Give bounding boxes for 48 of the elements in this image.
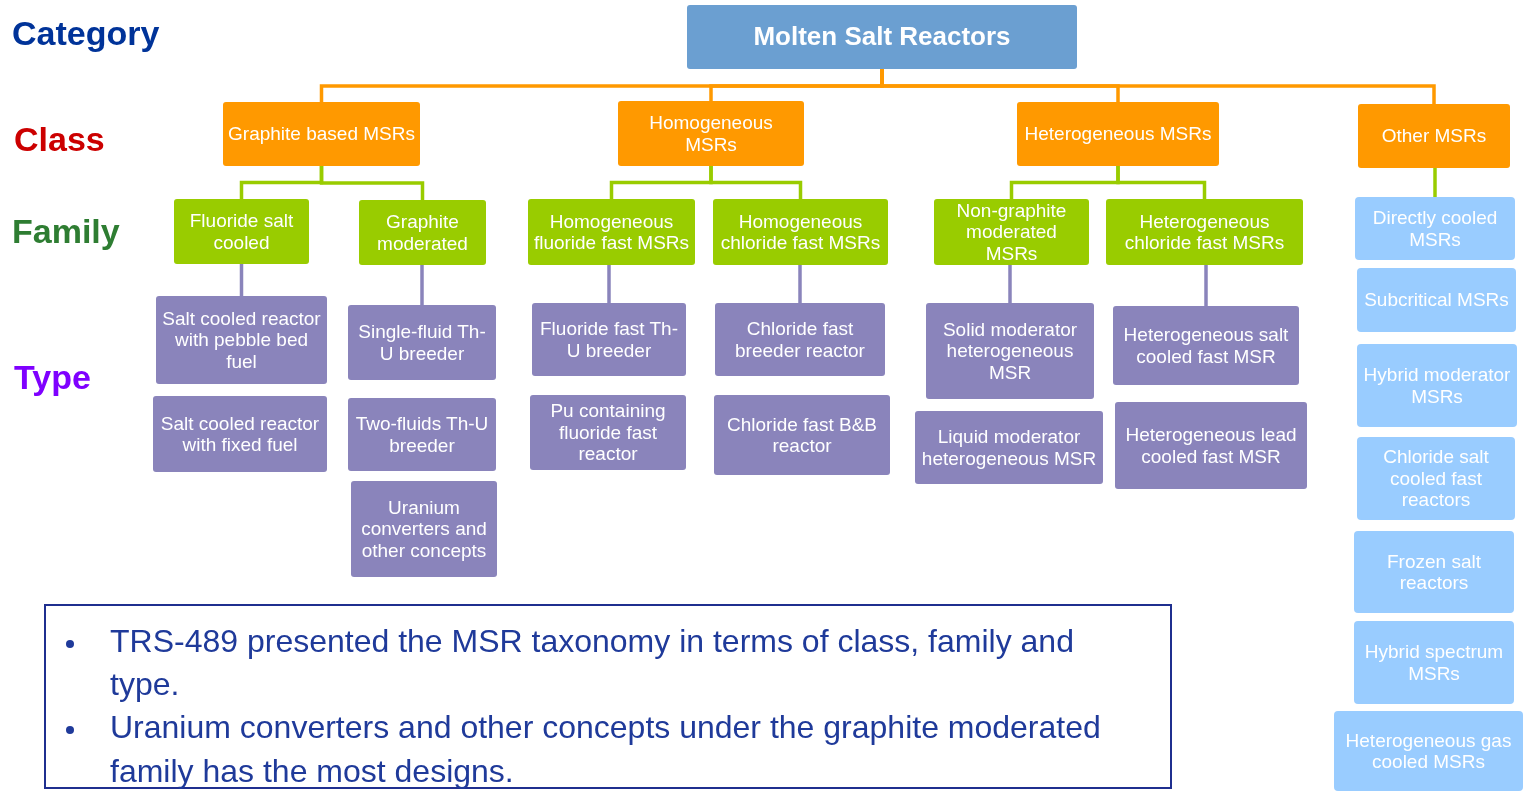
type-box: Fluoride fast Th-U breeder: [532, 303, 686, 376]
type-box: Two-fluids Th-U breeder: [348, 398, 496, 471]
level-label: Type: [14, 358, 91, 397]
type-box: Single-fluid Th-U breeder: [348, 305, 496, 380]
type-box: Subcritical MSRs: [1357, 268, 1516, 332]
type-box: Heterogeneous lead cooled fast MSR: [1115, 402, 1307, 489]
class-box: Homogeneous MSRs: [618, 101, 804, 166]
connector-line: [319, 166, 425, 200]
class-box: Other MSRs: [1358, 104, 1510, 168]
type-box: Pu containing fluoride fast reactor: [530, 395, 686, 470]
type-box: Uranium converters and other concepts: [351, 481, 497, 577]
connector-line: [1116, 166, 1207, 199]
connector-line: [1204, 265, 1208, 306]
family-box: Fluoride salt cooled: [174, 199, 309, 264]
type-box: Salt cooled reactor with pebble bed fuel: [156, 296, 327, 384]
class-box: Graphite based MSRs: [223, 102, 420, 166]
class-box: Heterogeneous MSRs: [1017, 102, 1219, 166]
type-box: Heterogeneous gas cooled MSRs: [1334, 711, 1523, 791]
type-box: Chloride salt cooled fast reactors: [1357, 437, 1515, 520]
connector-line: [1433, 168, 1437, 197]
note-box: [44, 604, 1172, 789]
family-box: Graphite moderated: [359, 200, 486, 265]
connector-line: [1008, 265, 1012, 303]
connector-line: [607, 265, 611, 303]
type-box: Solid moderator heterogeneous MSR: [926, 303, 1094, 399]
level-label: Family: [12, 212, 120, 251]
family-box: Heterogeneous chloride fast MSRs: [1106, 199, 1303, 265]
type-box: Liquid moderator heterogeneous MSR: [915, 411, 1103, 484]
type-box: Directly cooled MSRs: [1355, 197, 1515, 260]
level-label: Class: [14, 120, 105, 159]
connector-line: [798, 265, 802, 303]
title-box: Molten Salt Reactors: [687, 5, 1077, 69]
connector-line: [709, 166, 803, 199]
type-box: Heterogeneous salt cooled fast MSR: [1113, 306, 1299, 385]
family-box: Homogeneous fluoride fast MSRs: [528, 199, 695, 265]
family-box: Non-graphite moderated MSRs: [934, 199, 1089, 265]
type-box: Chloride fast B&B reactor: [714, 395, 890, 475]
level-label: Category: [12, 14, 160, 53]
connector-line: [239, 264, 244, 296]
type-box: Chloride fast breeder reactor: [715, 303, 885, 376]
type-box: Hybrid spectrum MSRs: [1354, 621, 1514, 704]
bullet-text: Uranium converters and other concepts under the graphite moderated family has the most designs.: [110, 709, 1101, 789]
family-box: Homogeneous chloride fast MSRs: [713, 199, 888, 265]
type-box: Salt cooled reactor with fixed fuel: [153, 396, 327, 472]
connector-line: [420, 265, 424, 305]
type-box: Hybrid moderator MSRs: [1357, 344, 1517, 427]
type-box: Frozen salt reactors: [1354, 531, 1514, 613]
bullet-text: TRS-489 presented the MSR taxonomy in terms of class, family and type.: [110, 623, 1074, 703]
